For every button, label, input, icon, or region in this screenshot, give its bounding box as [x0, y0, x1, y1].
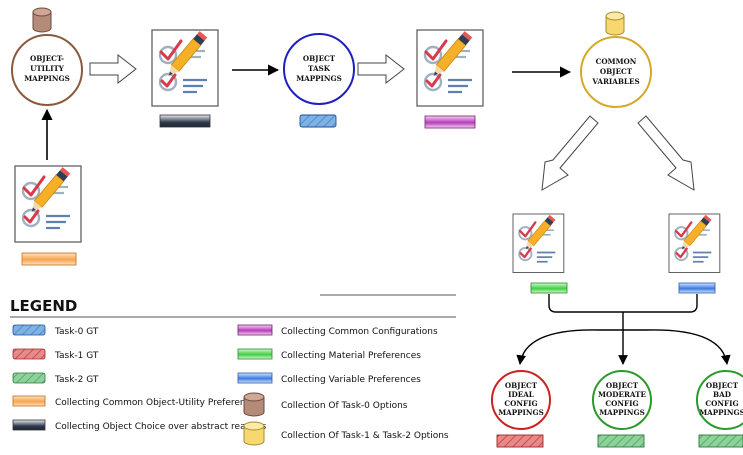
- legend-item-label: Task-0 GT: [54, 327, 99, 337]
- database-yellow-icon: [605, 11, 625, 36]
- node-label-line: MAPPINGS: [498, 408, 544, 417]
- legend-swatch-abstract: [12, 419, 46, 431]
- merge-connector: [516, 294, 731, 365]
- task1-gt-swatch: [496, 434, 544, 448]
- abstract-reasons-swatch: [159, 114, 211, 128]
- legend-swatch-task0: [12, 324, 46, 336]
- checklist-doc-icon: [415, 28, 485, 108]
- node-label-line: TASK: [308, 64, 331, 73]
- checklist-doc-icon: [667, 212, 721, 274]
- legend-item-label: Collecting Material Preferences: [281, 351, 421, 361]
- legend: LEGEND Task-0 GT Task-1 GT Task-2 GT Col…: [10, 294, 456, 446]
- node-label-line: OBJECT: [706, 381, 739, 390]
- utility-pref-swatch: [21, 252, 77, 266]
- node-label-line: MAPPINGS: [599, 408, 645, 417]
- hollow-arrow-icon: [541, 115, 599, 191]
- legend-item-label: Collecting Object Choice over abstract r…: [55, 422, 266, 432]
- database-brown-icon: [32, 7, 52, 33]
- checklist-doc-icon: [511, 212, 565, 274]
- node-label-line: IDEAL: [508, 390, 534, 399]
- node-label-line: MAPPINGS: [699, 408, 743, 417]
- node-label-line: MAPPINGS: [296, 74, 342, 83]
- legend-item-label: Collection Of Task-0 Options: [281, 401, 408, 411]
- legend-swatch-configs: [237, 324, 273, 336]
- variable-prefs-swatch: [678, 282, 716, 294]
- node-label-line: OBJECT: [600, 67, 633, 76]
- database-brown-icon: [243, 392, 265, 417]
- node-label-line: CONFIG: [504, 399, 537, 408]
- legend-item-label: Collecting Common Configurations: [281, 327, 438, 337]
- legend-swatch-material: [237, 348, 273, 360]
- legend-swatch-task2: [12, 372, 46, 384]
- legend-swatch-task1: [12, 348, 46, 360]
- node-label-line: OBJECT: [606, 381, 639, 390]
- hollow-arrow-icon: [89, 54, 137, 84]
- database-yellow-icon: [243, 421, 265, 446]
- common-configs-swatch: [424, 115, 476, 129]
- task0-gt-swatch: [299, 114, 337, 128]
- node-label-line: CONFIG: [605, 399, 638, 408]
- node-label-line: COMMON: [596, 57, 637, 66]
- hollow-arrow-icon: [357, 54, 405, 84]
- bad-config-node: OBJECT BAD CONFIG MAPPINGS: [696, 370, 743, 430]
- moderate-config-node: OBJECT MODERATE CONFIG MAPPINGS: [592, 370, 652, 430]
- node-label-line: MAPPINGS: [24, 74, 70, 83]
- node-label-line: UTILITY: [30, 64, 65, 73]
- material-prefs-swatch: [530, 282, 568, 294]
- legend-item-label: Task-1 GT: [54, 351, 99, 361]
- object-task-mappings-node: OBJECT TASK MAPPINGS: [283, 33, 355, 105]
- object-utility-mappings-node: OBJECT- UTILITY MAPPINGS: [11, 34, 83, 106]
- node-label-line: VARIABLES: [591, 77, 639, 86]
- task2-gt-swatch: [597, 434, 645, 448]
- common-object-variables-node: COMMON OBJECT VARIABLES: [580, 36, 652, 108]
- node-label-line: OBJECT-: [30, 54, 64, 63]
- legend-item-label: Collecting Variable Preferences: [281, 375, 421, 385]
- node-label-line: MODERATE: [598, 390, 646, 399]
- ideal-config-node: OBJECT IDEAL CONFIG MAPPINGS: [491, 370, 551, 430]
- hollow-arrow-icon: [637, 115, 695, 191]
- legend-item-label: Collection Of Task-1 & Task-2 Options: [281, 431, 449, 441]
- legend-swatch-variables: [237, 372, 273, 384]
- node-label-line: OBJECT: [505, 381, 538, 390]
- legend-item-label: Task-2 GT: [54, 375, 99, 385]
- checklist-doc-icon: [13, 164, 83, 244]
- legend-title: LEGEND: [10, 297, 77, 315]
- legend-item-label: Collecting Common Object-Utility Prefere…: [55, 398, 257, 408]
- legend-swatch-utility: [12, 395, 46, 407]
- task2-gt-swatch: [698, 434, 743, 448]
- node-label-line: CONFIG: [705, 399, 738, 408]
- node-label-line: BAD: [713, 390, 731, 399]
- checklist-doc-icon: [150, 28, 220, 108]
- node-label-line: OBJECT: [303, 54, 336, 63]
